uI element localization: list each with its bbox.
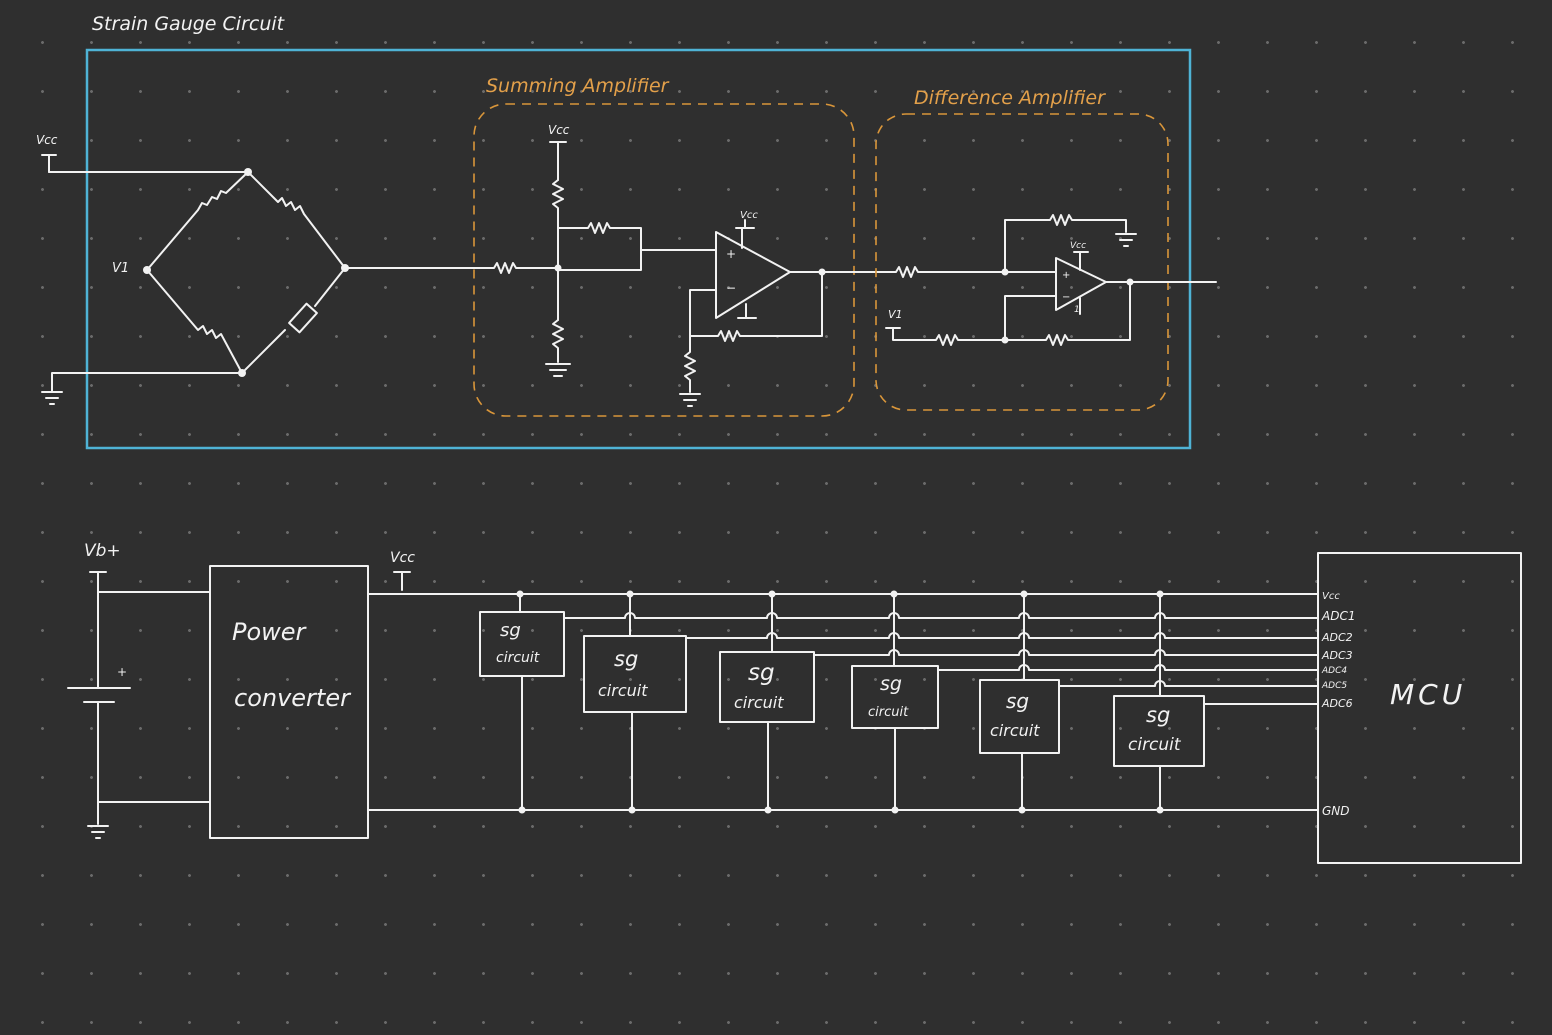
summing-divider-bottom [552, 319, 564, 363]
difference-amp-title: Difference Amplifier [914, 87, 1106, 109]
summing-amp-title: Summing Amplifier [486, 75, 670, 97]
svg-text:circuit: circuit [990, 721, 1040, 740]
mcu-pin-adc5: ADC5 [1321, 681, 1347, 691]
svg-text:sg: sg [614, 647, 638, 671]
battery-icon [67, 687, 131, 703]
mcu-pin-adc1: ADC1 [1321, 609, 1355, 623]
diff-opamp-one: 1 [1074, 305, 1080, 315]
sg-circuit-1: sg circuit [479, 590, 565, 814]
summing-opamp-minus: − [726, 281, 736, 295]
power-converter-label-1: Power [232, 618, 308, 646]
summing-output-wire [789, 266, 1006, 278]
vcc-label-diff-opamp: Vcc [1070, 241, 1086, 251]
vcc-label-summing-opamp: Vcc [740, 210, 758, 221]
diff-opamp-minus: − [1062, 292, 1070, 303]
bridge-ground-wire [51, 372, 243, 393]
summing-inverting-wire [689, 271, 823, 342]
svg-text:sg: sg [1006, 689, 1029, 713]
summing-side-resistor [557, 222, 642, 271]
sg-circuit-4: sg circuit [851, 590, 939, 814]
ground-icon-diff-top [1115, 233, 1137, 247]
mcu-pin-adc3: ADC3 [1321, 649, 1353, 662]
adc-signal-wires [563, 612, 1319, 705]
sg-circuit-3: sg circuit [719, 590, 815, 814]
diff-minus-network [1004, 281, 1131, 346]
battery-bottom-wire [97, 701, 211, 825]
vb-terminal-icon [89, 571, 107, 593]
v1-label-diff: V1 [888, 308, 903, 321]
svg-text:sg: sg [748, 660, 775, 686]
mcu-pin-adc4: ADC4 [1321, 666, 1347, 676]
diff-feedback-top [1004, 214, 1127, 273]
sg-circuit-2: sg circuit [583, 590, 687, 814]
vb-plus-label: Vb+ [84, 541, 121, 561]
svg-text:sg: sg [880, 673, 902, 695]
mcu-pin-gnd: GND [1322, 804, 1350, 818]
mcu-pin-adc6: ADC6 [1321, 697, 1353, 710]
svg-text:sg: sg [500, 620, 521, 641]
mcu-pin-vcc: Vcc [1322, 591, 1340, 602]
bridge-output-wire [344, 262, 557, 274]
v1-label-bridge: V1 [112, 261, 129, 276]
power-converter-label-2: converter [234, 684, 352, 712]
vcc-label-rail: Vcc [390, 550, 415, 566]
summing-divider-top [552, 179, 564, 321]
svg-text:circuit: circuit [868, 705, 909, 720]
summing-opamp-plus: + [726, 247, 736, 261]
sg-circuit-6: sg circuit [1113, 590, 1205, 814]
svg-text:circuit: circuit [734, 693, 784, 712]
sg-circuits: sg circuit sg circuit sg circuit sg circ… [479, 590, 1205, 814]
ground-icon-summing-gain [679, 393, 701, 407]
strain-gauge-title: Strain Gauge Circuit [92, 13, 286, 35]
summing-gain-resistor [684, 335, 696, 393]
ground-icon-summing [545, 363, 571, 377]
svg-text:circuit: circuit [1128, 735, 1182, 755]
summing-amp-region [473, 103, 855, 417]
mcu-pin-adc2: ADC2 [1321, 631, 1353, 644]
vcc-label-bridge: Vcc [36, 133, 58, 147]
svg-text:circuit: circuit [496, 650, 540, 666]
vcc-terminal-icon [41, 154, 57, 173]
vcc-terminal-icon [393, 571, 411, 591]
difference-amp-region [875, 113, 1169, 411]
ground-icon-bridge [41, 391, 63, 405]
vcc-terminal-icon [549, 141, 567, 181]
svg-text:circuit: circuit [598, 681, 648, 700]
summing-opamp-icon [715, 219, 791, 319]
battery-plus: + [117, 665, 127, 679]
wheatstone-bridge [143, 168, 349, 377]
mcu-block [1317, 552, 1522, 864]
diff-v1-input [885, 327, 1006, 346]
mcu-pin-labels: Vcc ADC1 ADC2 ADC3 ADC4 ADC5 ADC6 GND [1321, 591, 1355, 818]
battery-top-wire [97, 591, 211, 689]
strain-gauge-frame [85, 48, 1192, 450]
mcu-label: MCU [1390, 678, 1466, 711]
power-converter-block [209, 565, 369, 839]
vcc-label-summing: Vcc [548, 123, 570, 137]
sg-circuit-5: sg circuit [979, 590, 1060, 814]
diff-opamp-plus: + [1062, 270, 1070, 281]
diff-opamp-icon [1055, 251, 1107, 315]
ground-icon-battery [87, 825, 109, 839]
svg-text:sg: sg [1146, 703, 1170, 727]
